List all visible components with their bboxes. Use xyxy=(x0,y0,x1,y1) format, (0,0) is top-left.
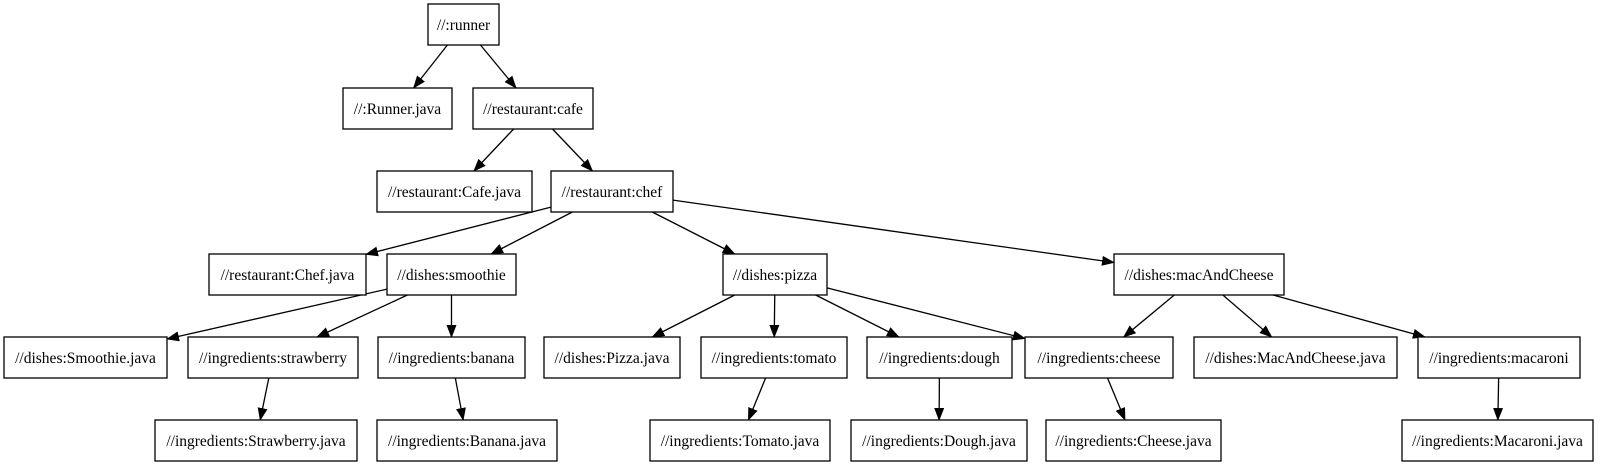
node-box-runner_java xyxy=(342,87,453,130)
node-box-strawberry xyxy=(187,336,359,379)
node-box-mac_and_cheese_java xyxy=(1193,336,1398,379)
edge-tomato-to-tomato_java xyxy=(747,377,767,421)
edge-runner-to-cafe xyxy=(479,44,517,89)
node-cafe: //restaurant:cafe xyxy=(472,87,594,130)
node-runner_java: //:Runner.java xyxy=(342,87,453,130)
node-macaroni: //ingredients:macaroni xyxy=(1417,336,1581,379)
node-label-chef_java: //restaurant:Chef.java xyxy=(221,267,355,284)
node-label-macaroni_java: //ingredients:Macaroni.java xyxy=(1412,433,1583,450)
node-cheese_java: //ingredients:Cheese.java xyxy=(1045,419,1222,462)
node-macaroni_java: //ingredients:Macaroni.java xyxy=(1401,419,1594,462)
node-box-smoothie xyxy=(386,253,517,296)
node-label-smoothie_java: //dishes:Smoothie.java xyxy=(15,350,156,367)
node-banana: //ingredients:banana xyxy=(377,336,526,379)
node-banana_java: //ingredients:Banana.java xyxy=(376,419,558,462)
node-strawberry: //ingredients:strawberry xyxy=(187,336,359,379)
node-box-cheese xyxy=(1024,336,1174,379)
node-box-pizza_java xyxy=(543,336,681,379)
node-label-tomato_java: //ingredients:Tomato.java xyxy=(661,433,820,450)
node-box-strawberry_java xyxy=(154,419,358,462)
node-box-macaroni xyxy=(1417,336,1581,379)
node-label-cheese_java: //ingredients:Cheese.java xyxy=(1055,433,1211,450)
node-label-chef: //restaurant:chef xyxy=(562,184,664,201)
node-label-strawberry: //ingredients:strawberry xyxy=(199,350,347,367)
node-box-tomato xyxy=(700,336,848,379)
node-pizza: //dishes:pizza xyxy=(722,253,828,296)
node-label-dough: //ingredients:dough xyxy=(879,350,1000,367)
node-label-smoothie: //dishes:smoothie xyxy=(397,267,506,284)
edge-pizza-to-tomato xyxy=(769,294,780,338)
node-cheese: //ingredients:cheese xyxy=(1024,336,1174,379)
node-box-macaroni_java xyxy=(1401,419,1594,462)
edge-pizza-to-cheese xyxy=(826,287,1026,341)
node-box-smoothie_java xyxy=(3,336,168,379)
node-label-runner_java: //:Runner.java xyxy=(354,101,442,118)
node-label-mac_and_cheese: //dishes:macAndCheese xyxy=(1125,267,1274,284)
edge-smoothie-to-strawberry xyxy=(316,294,408,338)
node-runner: //:runner xyxy=(427,3,500,46)
edge-mac_and_cheese-to-cheese xyxy=(1122,294,1175,338)
node-label-banana: //ingredients:banana xyxy=(389,350,515,367)
node-smoothie_java: //dishes:Smoothie.java xyxy=(3,336,168,379)
node-smoothie: //dishes:smoothie xyxy=(386,253,517,296)
edge-cafe-to-cafe_java xyxy=(473,128,515,172)
node-label-runner: //:runner xyxy=(437,17,491,34)
node-label-dough_java: //ingredients:Dough.java xyxy=(862,433,1016,450)
edge-chef-to-mac_and_cheese xyxy=(672,199,1115,266)
node-mac_and_cheese: //dishes:macAndCheese xyxy=(1113,253,1285,296)
edge-chef-to-pizza xyxy=(651,211,736,255)
edge-chef-to-chef_java xyxy=(365,206,552,257)
node-box-dough xyxy=(866,336,1013,379)
node-dough: //ingredients:dough xyxy=(866,336,1013,379)
node-box-banana xyxy=(377,336,526,379)
node-label-tomato: //ingredients:tomato xyxy=(712,350,837,367)
node-cafe_java: //restaurant:Cafe.java xyxy=(376,170,533,213)
node-label-macaroni: //ingredients:macaroni xyxy=(1429,350,1569,367)
node-tomato_java: //ingredients:Tomato.java xyxy=(649,419,831,462)
node-box-mac_and_cheese xyxy=(1113,253,1285,296)
nodes-layer: //:runner //:Runner.java //restaurant:cafe… xyxy=(3,3,1594,462)
node-strawberry_java: //ingredients:Strawberry.java xyxy=(154,419,358,462)
node-label-cafe: //restaurant:cafe xyxy=(483,101,583,118)
edges-layer xyxy=(166,44,1504,421)
edge-chef-to-smoothie xyxy=(490,211,573,255)
edge-cafe-to-chef xyxy=(552,128,594,172)
node-label-pizza_java: //dishes:Pizza.java xyxy=(555,350,670,367)
node-box-cafe xyxy=(472,87,594,130)
node-label-cheese: //ingredients:cheese xyxy=(1037,350,1160,367)
edge-mac_and_cheese-to-mac_and_cheese_java xyxy=(1222,294,1273,338)
node-chef_java: //restaurant:Chef.java xyxy=(208,253,367,296)
node-box-chef_java xyxy=(208,253,367,296)
node-box-runner xyxy=(427,3,500,46)
node-label-pizza: //dishes:pizza xyxy=(733,267,817,284)
edge-cheese-to-cheese_java xyxy=(1106,377,1126,421)
node-box-cheese_java xyxy=(1045,419,1222,462)
node-pizza_java: //dishes:Pizza.java xyxy=(543,336,681,379)
edge-runner-to-runner_java xyxy=(412,44,448,89)
node-tomato: //ingredients:tomato xyxy=(700,336,848,379)
node-box-banana_java xyxy=(376,419,558,462)
node-label-cafe_java: //restaurant:Cafe.java xyxy=(388,184,521,201)
edge-macaroni-to-macaroni_java xyxy=(1493,377,1504,421)
node-box-cafe_java xyxy=(376,170,533,213)
node-mac_and_cheese_java: //dishes:MacAndCheese.java xyxy=(1193,336,1398,379)
edge-banana-to-banana_java xyxy=(454,377,466,421)
node-label-strawberry_java: //ingredients:Strawberry.java xyxy=(166,433,345,450)
node-box-pizza xyxy=(722,253,828,296)
edge-strawberry-to-strawberry_java xyxy=(257,377,270,421)
node-label-banana_java: //ingredients:Banana.java xyxy=(388,433,546,450)
edge-mac_and_cheese-to-macaroni xyxy=(1272,294,1426,339)
node-box-dough_java xyxy=(850,419,1028,462)
edge-smoothie-to-smoothie_java xyxy=(166,288,388,342)
node-chef: //restaurant:chef xyxy=(550,170,674,213)
node-label-mac_and_cheese_java: //dishes:MacAndCheese.java xyxy=(1205,350,1385,367)
node-box-tomato_java xyxy=(649,419,831,462)
edge-pizza-to-dough xyxy=(815,294,900,338)
node-dough_java: //ingredients:Dough.java xyxy=(850,419,1028,462)
edge-pizza-to-pizza_java xyxy=(651,294,736,338)
node-box-chef xyxy=(550,170,674,213)
